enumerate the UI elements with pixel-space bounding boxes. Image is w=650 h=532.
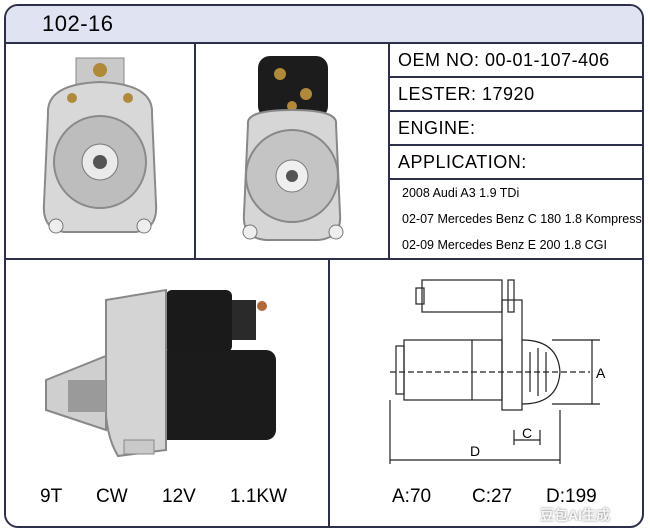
watermark: 豆包AI生成 — [540, 507, 610, 523]
dimension-d-label: D — [470, 443, 480, 459]
dimension-d-value: D:199 — [546, 486, 597, 507]
side-view-photo-cell: 9T CW 12V 1.1KW — [6, 260, 330, 526]
spec-power: 1.1KW — [230, 486, 288, 507]
dimension-a-value: A:70 — [392, 486, 432, 507]
engine-label: ENGINE: — [398, 118, 476, 138]
application-item: 2008 Audi A3 1.9 TDi — [402, 186, 520, 200]
specs-row: 9T CW 12V 1.1KW — [6, 486, 328, 510]
model-number: 102-16 — [42, 11, 114, 36]
dimension-diagram: A C D — [389, 279, 606, 464]
application-item: 02-07 Mercedes Benz C 180 1.8 Kompressor — [402, 212, 644, 226]
lester-row: LESTER: 17920 — [390, 78, 642, 112]
dimension-a-label: A — [596, 365, 606, 381]
header-bar: 102-16 — [6, 6, 642, 44]
rear-view-photo-cell — [196, 44, 390, 260]
oem-row: OEM NO: 00-01-107-406 — [390, 44, 642, 78]
info-bottom-divider — [390, 258, 642, 260]
lester-number: LESTER: 17920 — [398, 84, 535, 104]
starter-front-view-image — [42, 57, 158, 234]
spec-teeth: 9T — [40, 486, 63, 507]
sheet-frame: 102-16 — [4, 4, 644, 528]
application-row: APPLICATION: — [390, 146, 642, 180]
starter-rear-view-image — [242, 56, 344, 241]
oem-number: OEM NO: 00-01-107-406 — [398, 50, 610, 70]
engine-row: ENGINE: — [390, 112, 642, 146]
application-item: 02-09 Mercedes Benz E 200 1.8 CGI — [402, 238, 607, 252]
spec-rotation: CW — [96, 486, 128, 507]
application-label: APPLICATION: — [398, 152, 527, 172]
dimension-drawing-cell: A C D A:70 C:27 D:199 — [330, 260, 642, 526]
dimension-c-label: C — [522, 425, 532, 441]
dimensions-row: A:70 C:27 D:199 — [330, 486, 642, 510]
spec-voltage: 12V — [162, 486, 196, 507]
application-list: 2008 Audi A3 1.9 TDi 02-07 Mercedes Benz… — [390, 176, 642, 260]
starter-side-view-image — [45, 288, 276, 458]
dimension-c-value: C:27 — [472, 486, 513, 507]
front-view-photo-cell — [6, 44, 196, 260]
